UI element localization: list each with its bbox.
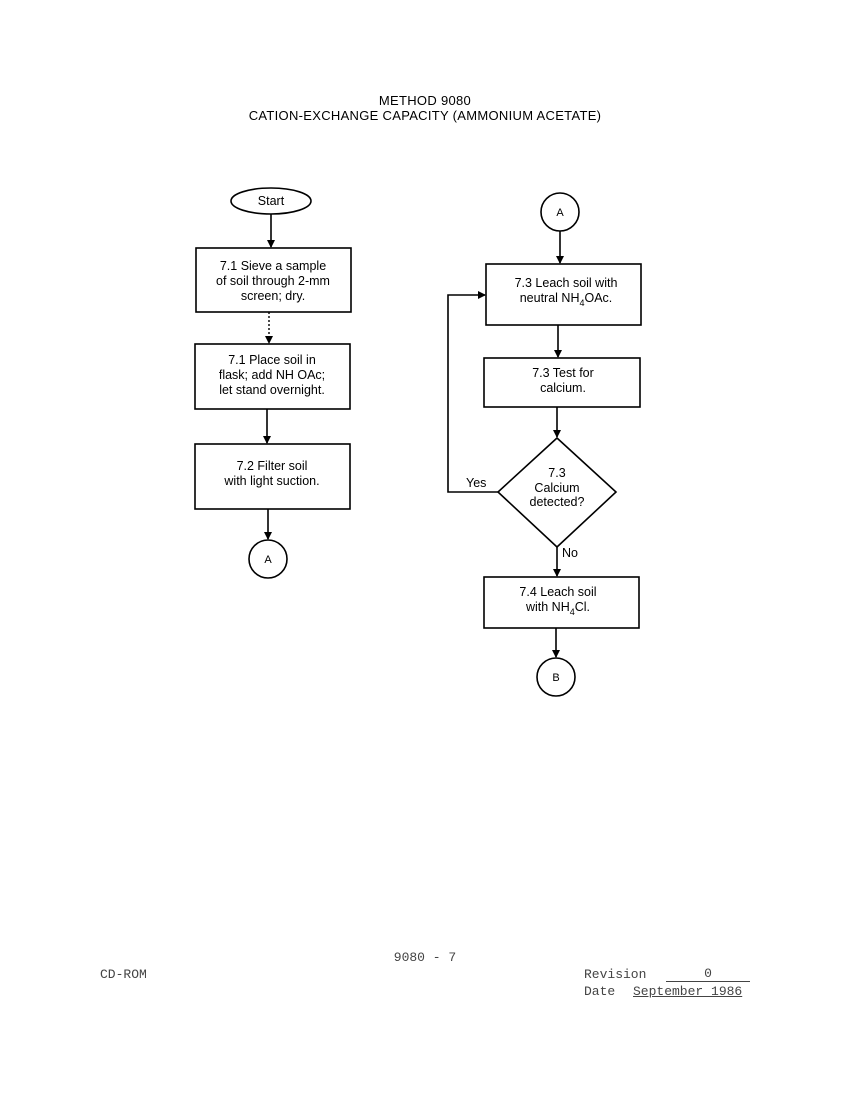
method-title: CATION-EXCHANGE CAPACITY (AMMONIUM ACETA… bbox=[248, 108, 602, 123]
step-leach-nh4oac-line2: neutral NH4OAc. bbox=[520, 291, 613, 308]
step-sieve-line2: of soil through 2-mm bbox=[216, 274, 330, 288]
yes-label: Yes bbox=[466, 476, 486, 490]
connector-a-out bbox=[248, 539, 288, 579]
step-test-calcium-line2: calcium. bbox=[540, 381, 586, 395]
decision-line1: 7.3 bbox=[548, 466, 565, 480]
revision-label: Revision bbox=[584, 967, 647, 982]
connector-a-out-label: A bbox=[264, 554, 272, 566]
revision-value: 0 bbox=[666, 967, 750, 982]
connector-b-out-label: B bbox=[552, 672, 559, 684]
decision-line3: detected? bbox=[530, 495, 585, 509]
start-label: Start bbox=[258, 194, 285, 208]
step-leach-nh4cl-line1: 7.4 Leach soil bbox=[519, 585, 596, 599]
step-leach-nh4oac-box bbox=[485, 263, 642, 326]
step-sieve-line1: 7.1 Sieve a sample bbox=[220, 259, 326, 273]
step-place-line1: 7.1 Place soil in bbox=[228, 353, 316, 367]
connector-b-out bbox=[536, 657, 576, 697]
date-value: September 1986 bbox=[633, 984, 743, 999]
source-label: CD-ROM bbox=[100, 967, 147, 982]
step-place-box bbox=[194, 343, 351, 410]
date-label: Date bbox=[584, 984, 616, 999]
step-filter-box bbox=[194, 443, 351, 510]
step-test-calcium-box bbox=[483, 357, 641, 408]
step-leach-nh4cl-box bbox=[483, 576, 640, 629]
step-test-calcium-line1: 7.3 Test for bbox=[532, 366, 594, 380]
page-number: 9080 - 7 bbox=[393, 950, 457, 965]
step-sieve-line3: screen; dry. bbox=[241, 289, 305, 303]
step-place-line2: flask; add NH OAc; bbox=[219, 368, 325, 382]
step-filter-line1: 7.2 Filter soil bbox=[237, 459, 308, 473]
yes-loop-arrow bbox=[447, 291, 498, 493]
no-label: No bbox=[562, 546, 578, 560]
step-place-line3: let stand overnight. bbox=[219, 383, 325, 397]
step-leach-nh4oac-line1: 7.3 Leach soil with bbox=[515, 276, 618, 290]
decision-line2: Calcium bbox=[534, 481, 579, 495]
step-filter-line2: with light suction. bbox=[223, 474, 319, 488]
step-sieve-box bbox=[195, 247, 352, 313]
method-number: METHOD 9080 bbox=[378, 93, 472, 108]
step-leach-nh4cl-line2: with NH4Cl. bbox=[525, 600, 590, 617]
connector-a-in-label: A bbox=[556, 207, 564, 219]
